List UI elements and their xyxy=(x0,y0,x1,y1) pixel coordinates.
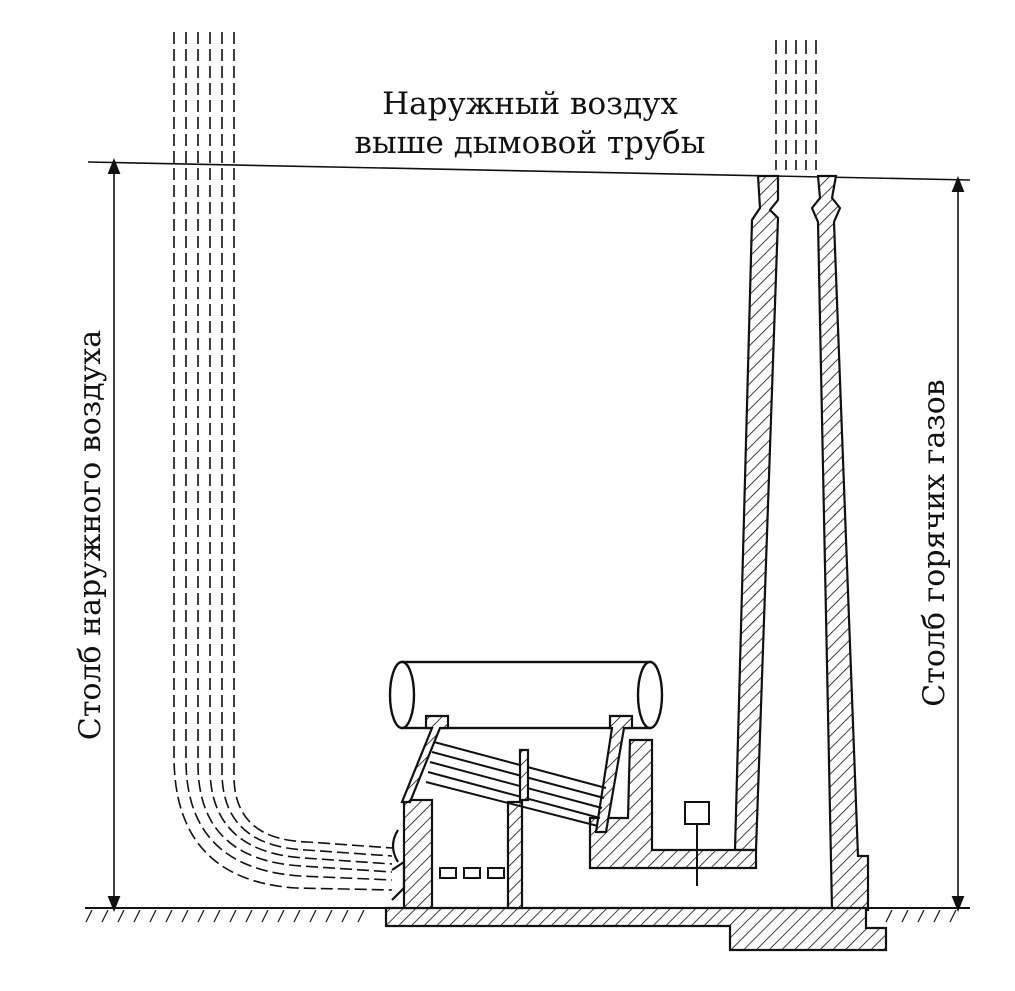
bridge-wall xyxy=(506,800,524,910)
baffle xyxy=(518,748,530,802)
title-line-1: Наружный воздух xyxy=(382,86,678,122)
flue-duct xyxy=(588,738,758,870)
right-column-label: Столб горячих газов xyxy=(917,379,952,706)
smoke-plume xyxy=(775,40,817,170)
tube-bank xyxy=(425,741,607,827)
headers xyxy=(400,714,634,834)
top-reference-line xyxy=(87,161,971,181)
chimney xyxy=(733,174,870,912)
title-line-2: выше дымовой трубы xyxy=(355,125,706,161)
foundation xyxy=(384,906,888,952)
damper xyxy=(684,801,710,886)
outside-air-flow xyxy=(173,32,393,891)
grate xyxy=(439,867,505,879)
left-column-label: Столб наружного воздуха xyxy=(73,330,108,740)
furnace-front xyxy=(391,798,434,910)
